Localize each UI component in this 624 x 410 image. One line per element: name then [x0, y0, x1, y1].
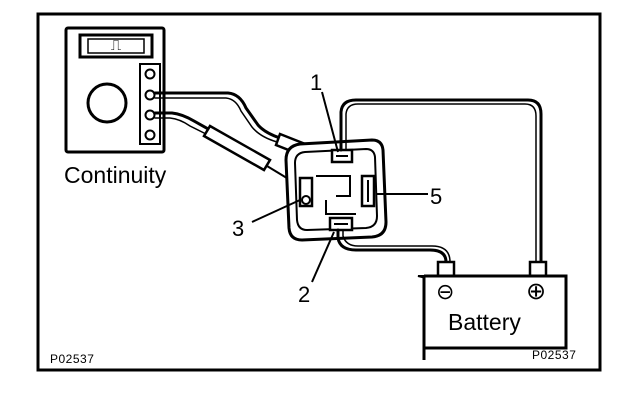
battery-negative-symbol: ⊖ — [436, 279, 455, 304]
wire-terminal-2-to-negative — [342, 229, 451, 263]
leader-2 — [311, 231, 335, 283]
multimeter-jack-panel — [139, 63, 161, 145]
leader-1 — [321, 91, 339, 153]
lower-probe-handle — [202, 124, 272, 172]
wire-terminal-1-to-positive — [345, 103, 537, 263]
battery-wires — [336, 98, 543, 264]
battery-label: Battery — [448, 309, 521, 335]
relay-inner-partition — [316, 175, 351, 197]
upper-lead-wire — [153, 91, 282, 140]
leader-3 — [251, 199, 301, 223]
battery-positive-symbol: ⊕ — [526, 278, 547, 305]
jack-icon — [144, 109, 156, 121]
callout-leaders — [251, 91, 428, 283]
multimeter-display-window — [87, 38, 145, 54]
multimeter-dial — [86, 82, 128, 124]
continuity-label: Continuity — [64, 162, 167, 188]
relay — [284, 138, 388, 242]
relay-inner-partition — [325, 200, 356, 215]
battery — [417, 260, 568, 360]
upper-lead-wire — [154, 97, 278, 143]
terminal-3-label: 3 — [232, 216, 245, 241]
battery-case — [424, 274, 568, 350]
battery-positive-post — [528, 260, 548, 278]
jack-icon — [144, 129, 156, 141]
figure-frame — [36, 12, 602, 372]
jack-icon — [144, 89, 156, 101]
battery-negative-post — [436, 260, 456, 278]
terminal-5-label: 5 — [430, 184, 443, 209]
relay-terminal-3-contact — [301, 195, 311, 205]
multimeter-display-symbol: ⎍ — [110, 37, 122, 54]
lower-lead-wire — [153, 111, 212, 132]
figure-code-right: P02537 — [532, 348, 577, 362]
relay-inner-wall — [293, 147, 379, 232]
wire-terminal-2-to-negative — [336, 228, 448, 264]
terminal-2-label: 2 — [298, 282, 311, 307]
meter-leads — [153, 91, 282, 143]
terminal-1-label: 1 — [310, 70, 323, 95]
multimeter — [64, 26, 166, 154]
lower-lead-wire — [154, 117, 209, 136]
wire-terminal-1-to-positive — [339, 98, 543, 264]
relay-housing — [284, 138, 388, 242]
figure-code-left: P02537 — [50, 352, 95, 366]
jack-icon — [144, 68, 156, 80]
